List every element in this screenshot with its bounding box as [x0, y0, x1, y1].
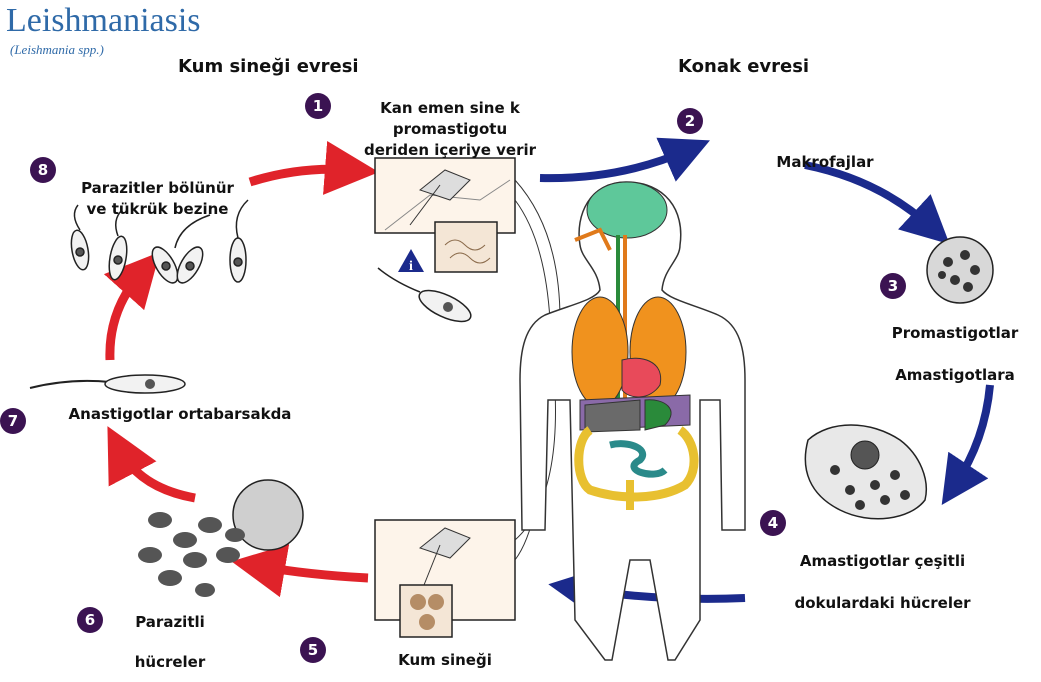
sandfly-feeding-panel — [375, 158, 515, 272]
step-badge-4: 4 — [760, 510, 786, 536]
section-host-stage: Konak evresi — [678, 56, 809, 77]
step-badge-3: 3 — [880, 273, 906, 299]
connector-line — [515, 180, 560, 320]
step-badge-6: 6 — [77, 607, 103, 633]
human-body-illustration — [520, 182, 745, 660]
step-8-label: Parazitler bölünür ve tükrük bezine — [60, 178, 255, 220]
page-title: Leishmaniasis — [6, 2, 201, 40]
midgut-promastigote-illustration — [30, 375, 185, 393]
step-badge-5: 5 — [300, 637, 326, 663]
info-triangle-icon: i — [398, 249, 424, 274]
section-sandfly-stage: Kum sineği evresi — [178, 56, 359, 77]
amastigote-cell-illustration — [805, 425, 926, 519]
promastigote-illustration — [378, 268, 475, 328]
step-4-label: Amastigotlar çeşitli dokulardaki hücrele… — [760, 540, 1005, 624]
step-badge-7: 7 — [0, 408, 26, 434]
connector-line — [515, 200, 550, 320]
arrow-7-to-8 — [110, 272, 142, 360]
step-1-label: Kan emen sine k promastigotu deriden içe… — [335, 98, 565, 161]
step-5-label: Kum sineği — [375, 650, 515, 671]
svg-text:i: i — [409, 259, 413, 274]
page-subtitle: (Leishmania spp.) — [10, 42, 104, 58]
arrow-5-to-6 — [258, 566, 368, 578]
step-badge-8: 8 — [30, 157, 56, 183]
step-7-label: Anastigotlar ortabarsakda — [40, 404, 320, 425]
arrow-8-to-1 — [250, 169, 352, 182]
step-badge-1: 1 — [305, 93, 331, 119]
arrow-2-to-3 — [805, 165, 932, 228]
sandfly-biting-panel — [375, 520, 515, 637]
parasitized-cells-illustration — [138, 480, 303, 597]
arrow-3-to-4 — [955, 385, 990, 485]
arrow-6-to-7 — [120, 450, 195, 498]
macrophage-illustration — [927, 237, 993, 303]
step-3-label: Promastigotlar Amastigotlara — [880, 312, 1030, 396]
step-6-label: Parazitli hücreler — [110, 602, 230, 682]
step-2-label: Makrofajlar — [755, 152, 895, 173]
step-badge-2: 2 — [677, 108, 703, 134]
